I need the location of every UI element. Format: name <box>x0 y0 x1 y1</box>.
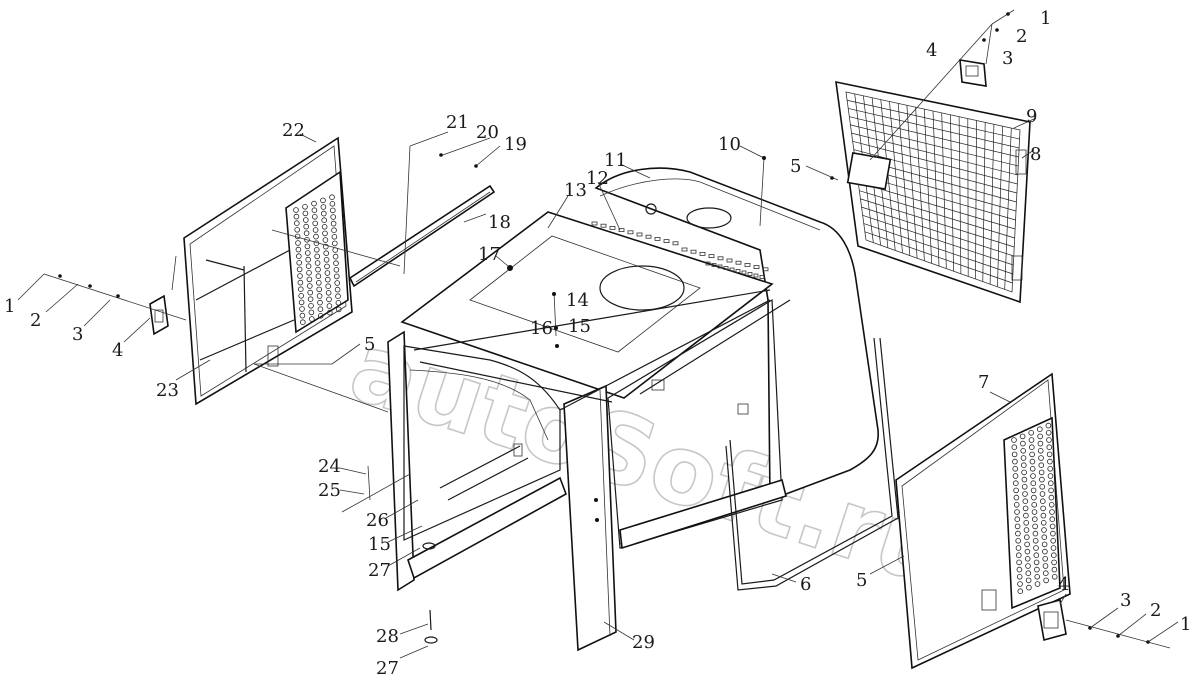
hinge-strip <box>348 184 496 288</box>
label-1-left: 1 <box>4 296 15 317</box>
leader-lines <box>17 9 1179 659</box>
label-24: 24 <box>318 456 341 477</box>
label-28: 28 <box>376 626 399 647</box>
top-latch <box>959 59 987 87</box>
grille-mesh <box>847 93 1020 290</box>
label-2-top: 2 <box>1016 26 1027 47</box>
right-latch <box>1037 598 1067 642</box>
label-17: 17 <box>478 244 501 265</box>
part-labels: 1 2 3 4 9 8 5 10 11 12 13 19 20 21 22 18… <box>4 8 1191 679</box>
label-27-lower: 27 <box>376 658 399 679</box>
label-25: 25 <box>318 480 341 501</box>
label-22: 22 <box>282 120 305 141</box>
label-21: 21 <box>446 112 469 133</box>
label-27-upper: 27 <box>368 560 391 581</box>
pin-and-washers <box>422 542 438 644</box>
label-5-right: 5 <box>856 570 867 591</box>
label-29: 29 <box>632 632 655 653</box>
label-4-right: 4 <box>1058 574 1069 595</box>
label-2-left: 2 <box>30 310 41 331</box>
label-26: 26 <box>366 510 389 531</box>
label-16: 16 <box>530 318 553 339</box>
label-14: 14 <box>566 290 589 311</box>
label-1-top: 1 <box>1040 8 1051 29</box>
label-5-grille: 5 <box>790 156 801 177</box>
label-11: 11 <box>604 150 627 171</box>
label-3-top: 3 <box>1002 48 1013 69</box>
label-6: 6 <box>800 574 811 595</box>
label-23: 23 <box>156 380 179 401</box>
label-3-left: 3 <box>72 324 83 345</box>
left-latch <box>149 294 169 336</box>
label-12: 12 <box>586 168 609 189</box>
label-7: 7 <box>978 372 989 393</box>
label-9: 9 <box>1026 106 1037 127</box>
rear-grille <box>835 80 1031 304</box>
left-door-vent-holes <box>293 194 342 326</box>
label-4-top: 4 <box>926 40 937 61</box>
right-side-door <box>895 372 1071 670</box>
left-side-door <box>183 136 353 406</box>
label-18: 18 <box>488 212 511 233</box>
cab-frame <box>387 167 879 652</box>
label-13: 13 <box>564 180 587 201</box>
label-20: 20 <box>476 122 499 143</box>
support-rod <box>729 337 893 585</box>
label-1-right: 1 <box>1180 614 1191 635</box>
right-door-vent-holes <box>1011 422 1058 594</box>
label-3-right: 3 <box>1120 590 1131 611</box>
label-10: 10 <box>718 134 741 155</box>
label-2-right: 2 <box>1150 600 1161 621</box>
label-15-lower: 15 <box>368 534 391 555</box>
label-19: 19 <box>504 134 527 155</box>
label-8: 8 <box>1030 144 1041 165</box>
top-cover-slots <box>591 221 769 279</box>
label-15-upper: 15 <box>568 316 591 337</box>
label-5-left: 5 <box>364 334 375 355</box>
label-4-left: 4 <box>112 340 123 361</box>
